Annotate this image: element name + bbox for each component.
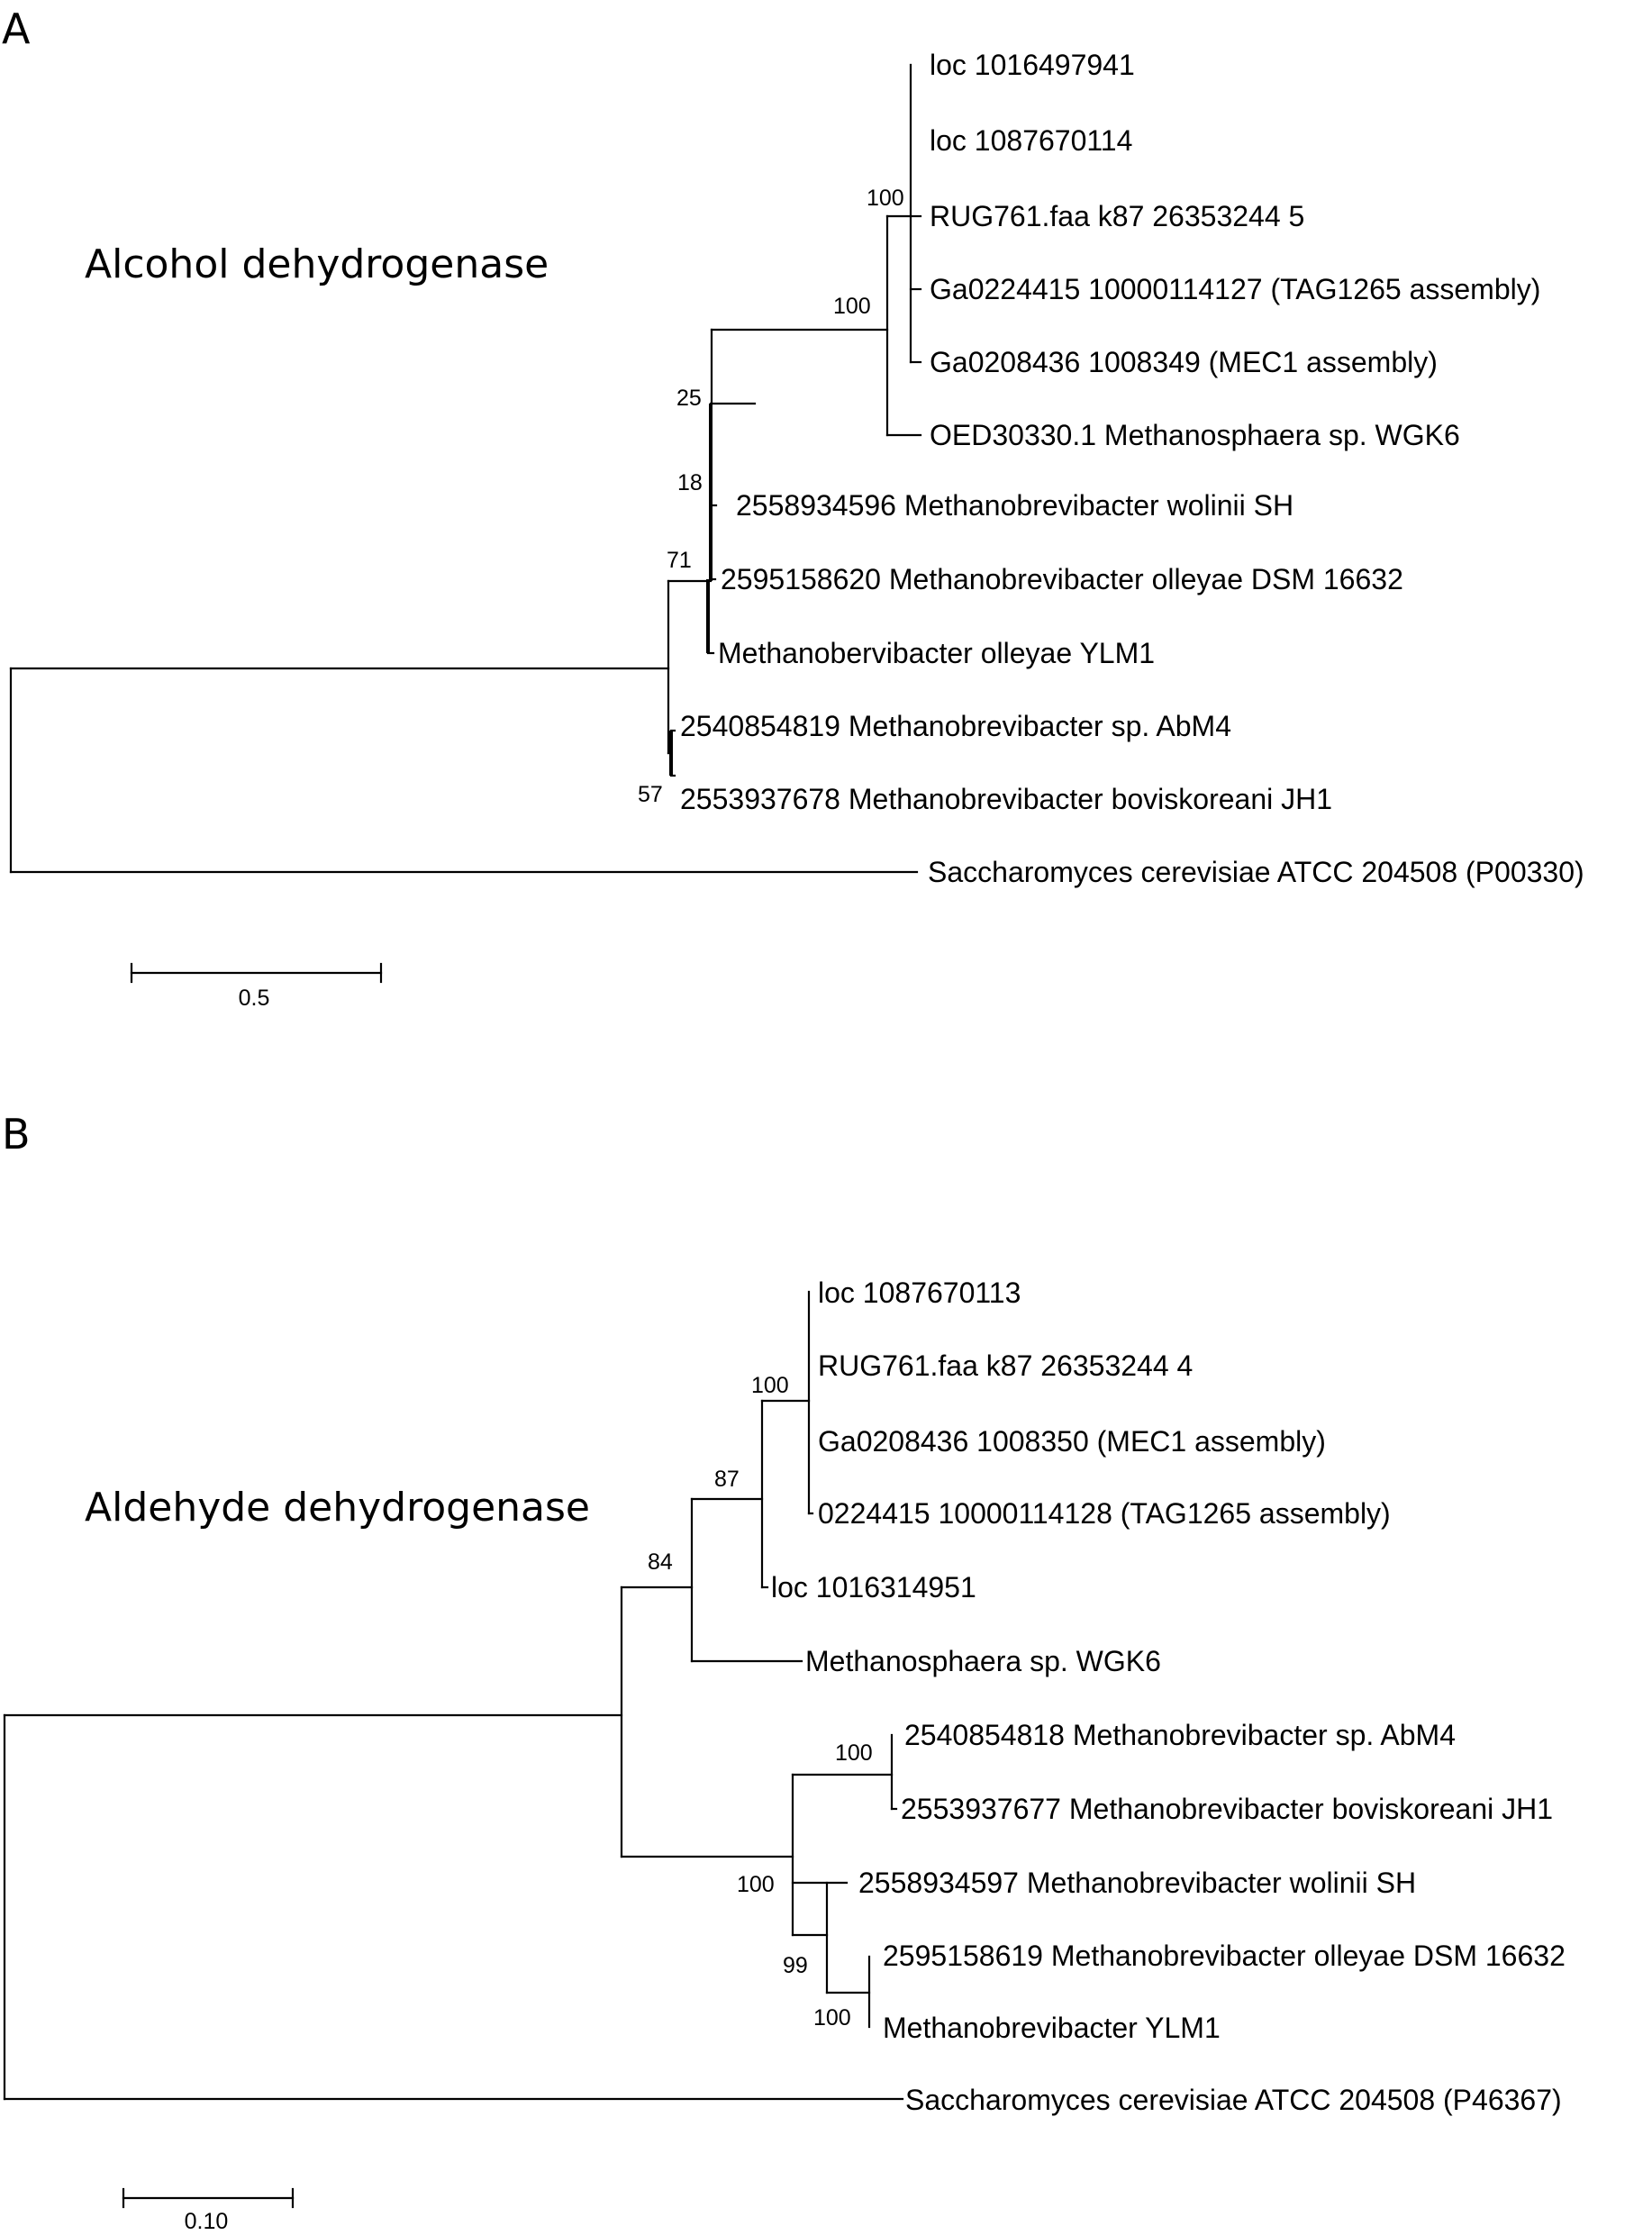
panel-b-title: Aldehyde dehydrogenase (85, 1485, 590, 1531)
panel-a-branches (9, 63, 922, 874)
b-leaf-label: loc 1087670113 (818, 1276, 1021, 1309)
a-leaf-label: 2553937678 Methanobrevibacter boviskorea… (680, 783, 1332, 815)
b-leaf-label: 2558934597 Methanobrevibacter wolinii SH (858, 1867, 1416, 1899)
b-bootstrap-value: 100 (835, 1740, 873, 1766)
a-scale-bar-label: 0.5 (239, 986, 270, 1011)
b-bootstrap-value: 87 (714, 1467, 740, 1492)
a-bootstrap-value: 100 (867, 186, 904, 211)
a-leaf-label: 2595158620 Methanobrevibacter olleyae DS… (721, 563, 1403, 595)
a-bootstrap-value: 100 (833, 294, 871, 319)
b-scale-bar-label: 0.10 (185, 2209, 229, 2234)
b-leaf-label: Ga0208436 1008350 (MEC1 assembly) (818, 1425, 1326, 1458)
b-bootstrap-value: 100 (813, 2005, 851, 2031)
a-bootstrap-value: 18 (677, 470, 703, 495)
panel-b-bootstrap-values: 100 87 84 100 100 99 100 (648, 1373, 873, 2031)
a-bootstrap-value: 57 (638, 782, 663, 807)
a-leaf-label: RUG761.faa k87 26353244 5 (930, 200, 1304, 232)
a-leaf-label: 2558934596 Methanobrevibacter wolinii SH (736, 489, 1293, 522)
panel-a-title: Alcohol dehydrogenase (85, 241, 549, 287)
b-leaf-label: loc 1016314951 (771, 1571, 976, 1604)
panel-b-leaf-labels: loc 1087670113 RUG761.faa k87 26353244 4… (771, 1276, 1566, 2116)
b-bootstrap-value: 99 (783, 1953, 808, 1978)
b-leaf-label: 2540854818 Methanobrevibacter sp. AbM4 (904, 1719, 1456, 1751)
b-leaf-label: 0224415 10000114128 (TAG1265 assembly) (818, 1497, 1391, 1530)
b-leaf-label: Methanobrevibacter YLM1 (883, 2012, 1221, 2044)
panel-a-scale-bar: 0.5 (130, 962, 383, 1011)
a-leaf-label: loc 1016497941 (930, 49, 1135, 81)
b-bootstrap-value: 84 (648, 1549, 673, 1575)
a-leaf-label: Ga0224415 10000114127 (TAG1265 assembly) (930, 273, 1540, 305)
b-leaf-label: RUG761.faa k87 26353244 4 (818, 1349, 1193, 1382)
a-leaf-label: 2540854819 Methanobrevibacter sp. AbM4 (680, 710, 1231, 742)
a-leaf-label: loc 1087670114 (930, 124, 1132, 157)
b-leaf-label: Methanosphaera sp. WGK6 (805, 1645, 1161, 1677)
panel-a-leaf-labels: loc 1016497941 loc 1087670114 RUG761.faa… (680, 49, 1584, 888)
panel-b-branches (3, 1290, 904, 2101)
panel-a-letter: A (2, 5, 31, 53)
a-leaf-label: Saccharomyces cerevisiae ATCC 204508 (P0… (928, 856, 1584, 888)
a-leaf-label: Methanobervibacter olleyae YLM1 (718, 637, 1155, 669)
b-leaf-label: 2553937677 Methanobrevibacter boviskorea… (901, 1793, 1553, 1825)
panel-b-letter: B (2, 1110, 31, 1158)
b-leaf-label: Saccharomyces cerevisiae ATCC 204508 (P4… (905, 2084, 1562, 2116)
a-leaf-label: OED30330.1 Methanosphaera sp. WGK6 (930, 419, 1460, 451)
b-bootstrap-value: 100 (737, 1872, 775, 1897)
panel-b: B Aldehyde dehydrogenase (2, 1110, 1566, 2234)
panel-b-scale-bar: 0.10 (122, 2187, 295, 2234)
b-bootstrap-value: 100 (751, 1373, 789, 1398)
panel-a-bootstrap-values: 100 100 25 18 71 57 (638, 186, 904, 807)
panel-a: A Alcohol dehydrogenase (2, 5, 1584, 1011)
b-leaf-label: 2595158619 Methanobrevibacter olleyae DS… (883, 1940, 1566, 1972)
a-leaf-label: Ga0208436 1008349 (MEC1 assembly) (930, 346, 1438, 378)
a-bootstrap-value: 71 (667, 548, 692, 573)
a-bootstrap-value: 25 (676, 386, 702, 411)
